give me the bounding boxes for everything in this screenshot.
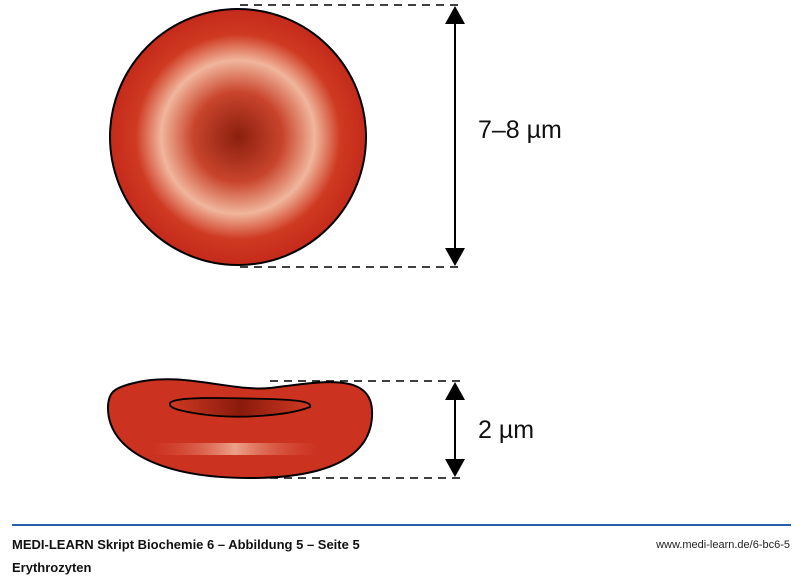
side-view-cell [106,378,374,480]
arrow-diameter [445,6,465,266]
footer-title: MEDI-LEARN Skript Biochemie 6 – Abbildun… [12,537,360,552]
thickness-label: 2 µm [478,416,535,444]
footer-subtitle: Erythrozyten [12,560,92,575]
dimension-lines [240,4,460,479]
top-view-cell [109,8,367,266]
footer-url[interactable]: www.medi-learn.de/6-bc6-5 [656,539,790,551]
footer-divider [12,524,791,526]
diameter-label: 7–8 µm [478,116,562,144]
arrow-thickness [445,382,465,477]
